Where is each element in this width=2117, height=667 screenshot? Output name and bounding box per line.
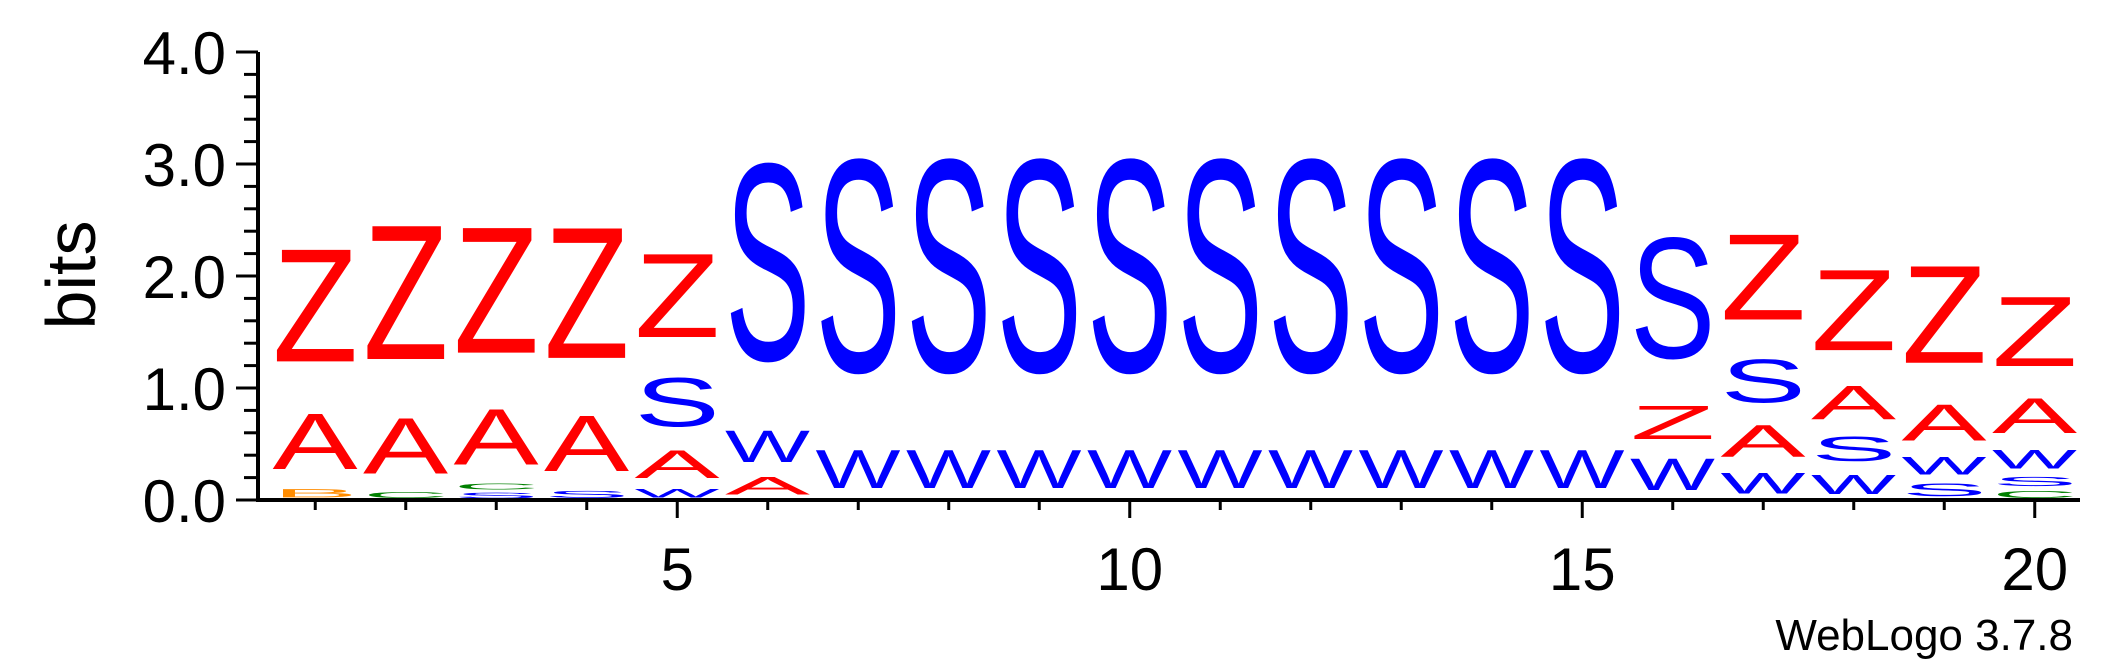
logo-letter-c: C <box>1992 489 2077 500</box>
logo-letter-s: S <box>544 489 629 500</box>
logo-letter-w: W <box>1811 469 1896 500</box>
logo-letter-w: W <box>725 422 810 472</box>
x-tick-label: 10 <box>1096 536 1163 603</box>
logo-letter-s: S <box>816 95 901 437</box>
logo-letter-w: W <box>1630 450 1715 500</box>
logo-letter-w: W <box>1902 452 1988 480</box>
logo-letter-a: A <box>1902 393 1987 451</box>
logo-letter-w: W <box>1359 438 1445 500</box>
logo-letter-z: Z <box>1992 276 2077 388</box>
y-tick-label: 3.0 <box>143 132 226 199</box>
logo-letter-w: W <box>1992 444 2077 474</box>
logo-letter-w: W <box>1449 438 1535 500</box>
logo-letter-w: W <box>635 487 721 500</box>
y-ticks: 0.0 1.0 2.0 3.0 4.0 <box>143 20 258 535</box>
logo-letter-a: A <box>1811 376 1897 429</box>
logo-letter-z: Z <box>1721 208 1806 345</box>
letter-stacks: BAZCAZSCAZSAZWASZAWSWSWSWSWSWSWSWSWSWSWZ… <box>273 95 2078 500</box>
logo-letter-s: S <box>1540 95 1625 437</box>
logo-letter-s: S <box>725 106 810 420</box>
logo-letter-s: S <box>1087 95 1172 437</box>
logo-letter-a: A <box>544 399 629 488</box>
logo-letter-z: Z <box>544 189 629 399</box>
logo-letter-a: A <box>725 472 811 500</box>
logo-letter-w: W <box>1087 438 1173 500</box>
logo-letter-w: W <box>1540 438 1626 500</box>
logo-letter-w: W <box>1178 438 1264 500</box>
logo-letter-s: S <box>1811 429 1896 468</box>
logo-letter-z: Z <box>1811 246 1896 375</box>
logo-letter-s: S <box>1449 95 1534 437</box>
logo-letter-b: B <box>273 487 358 500</box>
y-axis-label: bits <box>32 221 110 330</box>
logo-letter-z: Z <box>273 216 358 397</box>
logo-letter-a: A <box>363 401 448 490</box>
y-tick-label: 4.0 <box>143 20 226 87</box>
logo-letter-w: W <box>997 438 1083 500</box>
x-tick-label: 20 <box>2001 536 2068 603</box>
logo-letter-s: S <box>635 363 721 441</box>
logo-letter-s: S <box>1359 95 1444 437</box>
y-tick-label: 0.0 <box>143 468 226 535</box>
logo-letter-a: A <box>273 397 358 486</box>
logo-letter-s: S <box>454 491 539 500</box>
logo-letter-w: W <box>1268 438 1354 500</box>
y-tick-label: 1.0 <box>143 356 226 423</box>
logo-letter-z: Z <box>363 184 448 400</box>
logo-letter-z: Z <box>454 190 539 391</box>
logo-letter-z: Z <box>635 228 720 362</box>
logo-letter-w: W <box>1721 467 1807 501</box>
logo-letter-a: A <box>1721 416 1806 466</box>
logo-letter-s: S <box>1902 480 1987 500</box>
x-ticks: 5 10 15 20 <box>313 500 2068 603</box>
logo-letter-s: S <box>1178 95 1263 437</box>
logo-letter-s: S <box>906 95 991 437</box>
logo-letter-w: W <box>906 438 992 500</box>
logo-letter-s: S <box>1721 347 1806 416</box>
logo-letter-z: Z <box>1630 396 1715 450</box>
y-tick-label: 2.0 <box>143 244 226 311</box>
logo-letter-a: A <box>1992 388 2078 444</box>
x-tick-label: 15 <box>1549 536 1616 603</box>
logo-letter-s: S <box>1268 95 1353 437</box>
credit-label: WebLogo 3.7.8 <box>1775 611 2073 660</box>
logo-letter-c: C <box>363 491 448 500</box>
logo-letter-s: S <box>1630 202 1715 395</box>
x-tick-label: 5 <box>661 536 694 603</box>
logo-letter-a: A <box>454 392 539 481</box>
logo-letter-w: W <box>816 438 902 500</box>
logo-letter-a: A <box>635 442 720 487</box>
logo-letter-z: Z <box>1902 236 1987 393</box>
logo-letter-s: S <box>1992 474 2077 488</box>
logo-letter-s: S <box>997 95 1082 437</box>
logo-letter-c: C <box>454 482 539 491</box>
